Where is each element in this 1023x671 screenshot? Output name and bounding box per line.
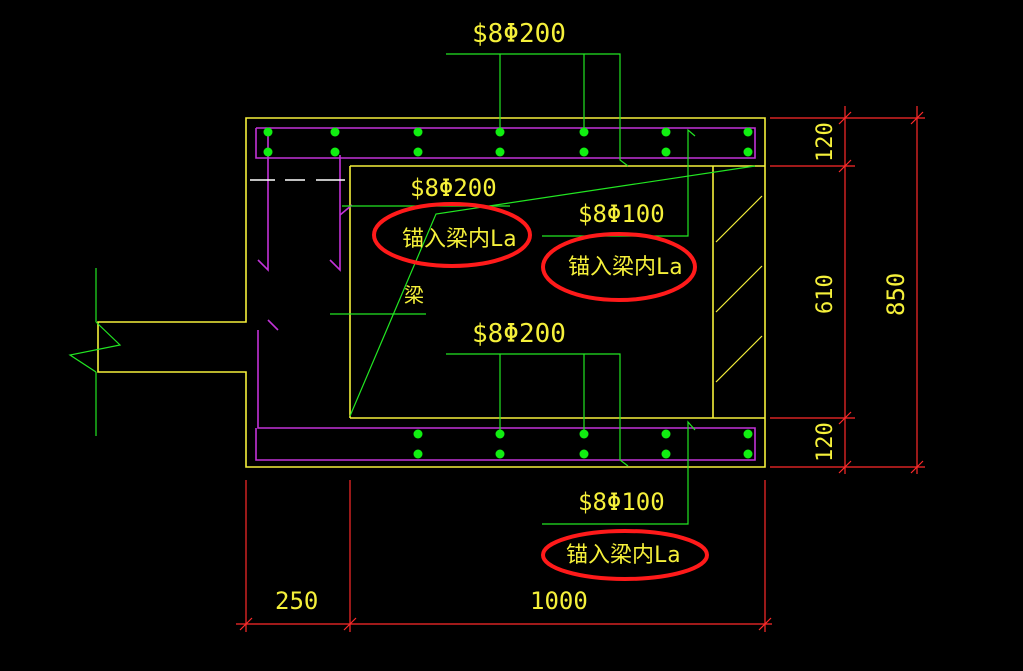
hatch-line	[715, 335, 763, 383]
anchor-label-1: 锚入梁内La	[402, 227, 517, 252]
top-rebar-return	[255, 128, 350, 159]
bottom-leader	[542, 420, 696, 525]
diagonal-leader	[349, 165, 756, 417]
dim-tick	[838, 111, 852, 125]
rebar-dot	[579, 147, 589, 157]
inner-rebar-label: $8Φ200	[410, 174, 497, 202]
dim-tick	[239, 617, 253, 631]
dim-left-width: 250	[275, 587, 318, 615]
rebar-dot	[743, 449, 753, 459]
bottom-rebar-outer	[255, 330, 756, 461]
leader-lines	[68, 53, 756, 525]
hatch-line	[715, 195, 763, 243]
top-rebar-outer	[256, 127, 756, 159]
rebar-dot	[413, 429, 423, 439]
dimension-lines	[236, 106, 925, 632]
highlight-ellipse-3	[541, 529, 709, 581]
dim-tick	[838, 411, 852, 425]
dim-tick	[910, 111, 924, 125]
beam-label: 梁	[404, 283, 424, 307]
rebar-dot	[413, 449, 423, 459]
rebar-dot	[743, 127, 753, 137]
rebar-dot	[579, 429, 589, 439]
top-leader-bracket	[446, 53, 629, 167]
rebar-dot	[495, 147, 505, 157]
highlight-ellipse-2	[541, 232, 697, 302]
hatch-line	[715, 265, 763, 313]
rebar-hook	[267, 319, 279, 331]
rebar-dot	[743, 429, 753, 439]
dim-tick	[910, 460, 924, 474]
rebar-dot	[495, 127, 505, 137]
rebar-dot	[661, 127, 671, 137]
highlight-marks	[372, 202, 709, 581]
anchor-label-3: 锚入梁内La	[566, 543, 681, 568]
rebar-dot	[495, 449, 505, 459]
right-rebar-label: $8Φ100	[578, 200, 665, 228]
top-rebar-label: $8Φ200	[472, 19, 566, 49]
inner-left-rebar-top	[329, 155, 341, 272]
break-symbol	[68, 321, 122, 373]
rebar-dot	[413, 127, 423, 137]
rebar-dot	[661, 429, 671, 439]
rebar-dot	[263, 147, 273, 157]
mid-rebar-label: $8Φ200	[472, 319, 566, 349]
outer-outline	[97, 117, 766, 468]
rebar-dots	[263, 127, 753, 459]
dim-tick	[758, 617, 772, 631]
bottom-rebar-label: $8Φ100	[578, 488, 665, 516]
dim-main-width: 1000	[530, 587, 588, 615]
rebar-dot	[743, 147, 753, 157]
dim-tick	[838, 460, 852, 474]
hatch-marks	[715, 195, 763, 383]
anchor-label-2: 锚入梁内La	[568, 255, 683, 280]
dim-top-thickness: 120	[813, 122, 838, 162]
mid-leader-bracket	[446, 353, 629, 467]
dim-inner-height: 610	[813, 274, 838, 314]
dim-tick	[838, 159, 852, 173]
rebar-dot	[579, 127, 589, 137]
rebar-dot	[661, 147, 671, 157]
rebar-lines	[255, 127, 756, 461]
rebar-dot	[413, 147, 423, 157]
rebar-dot	[495, 429, 505, 439]
dim-tick	[343, 617, 357, 631]
rebar-hook	[339, 204, 353, 216]
rebar-dot	[579, 449, 589, 459]
rebar-dot	[330, 127, 340, 137]
rebar-dot	[661, 449, 671, 459]
dim-bottom-thickness: 120	[813, 422, 838, 462]
dim-total-height: 850	[882, 273, 910, 316]
highlight-ellipse-1	[372, 202, 532, 268]
rebar-dot	[330, 147, 340, 157]
left-wall-rebar-top	[257, 128, 269, 272]
section-outline	[97, 117, 766, 468]
rebar-dot	[263, 127, 273, 137]
